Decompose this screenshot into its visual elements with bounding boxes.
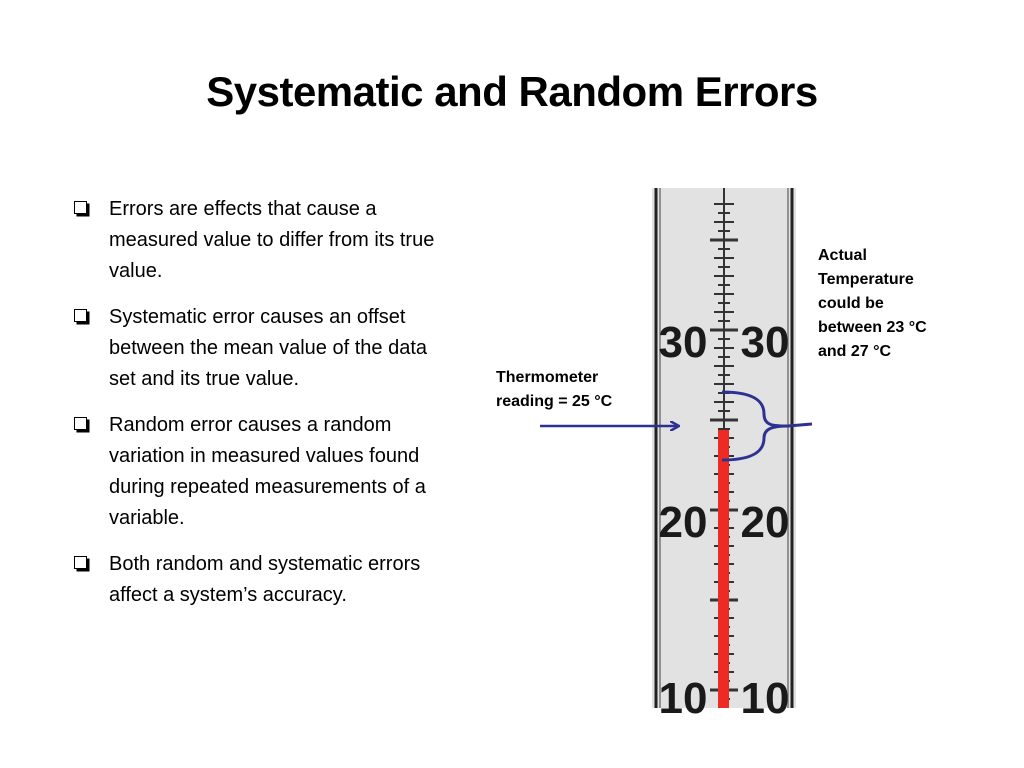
actual-label-line: Actual [818,247,867,264]
scale-label-left: 20 [659,498,708,547]
scale-label-right: 10 [741,674,790,720]
scale-labels: 30 30 20 20 10 10 [659,318,790,720]
checkbox-bullet-icon [74,417,87,430]
checkbox-bullet-icon [74,201,87,214]
actual-label-line: and 27 °C [818,343,892,360]
reading-label-line: reading = 25 °C [496,393,613,410]
scale-label-right: 30 [741,318,790,367]
bullet-item: Errors are effects that cause a measured… [70,194,440,287]
checkbox-bullet-icon [74,309,87,322]
slide-title: Systematic and Random Errors [206,68,818,115]
thermometer-diagram: 30 30 20 20 10 10 [540,188,813,720]
actual-label-line: could be [818,295,884,312]
bullet-item: Random error causes a random variation i… [70,410,440,534]
reading-label-line: Thermometer [496,369,599,386]
bullet-text: Both random and systematic errors affect… [109,553,421,606]
bullet-list: Errors are effects that cause a measured… [70,194,440,626]
range-brace-tail [787,422,813,428]
bullet-text: Systematic error causes an offset betwee… [109,306,428,390]
thermometer-figure: 30 30 20 20 10 10 Thermometer reading = … [490,180,950,720]
checkbox-bullet-icon [74,556,87,569]
bullet-text: Errors are effects that cause a measured… [109,198,435,282]
scale-label-right: 20 [741,498,790,547]
reading-label: Thermometer reading = 25 °C [496,366,612,414]
scale-label-left: 30 [659,318,708,367]
scale-label-left: 10 [659,674,708,720]
actual-label-line: Temperature [818,271,914,288]
bullet-text: Random error causes a random variation i… [109,414,426,529]
bullet-item: Systematic error causes an offset betwee… [70,302,440,395]
liquid-column [718,430,729,708]
actual-label-line: between 23 °C [818,319,927,336]
bullet-item: Both random and systematic errors affect… [70,549,440,611]
actual-temperature-label: Actual Temperature could be between 23 °… [818,244,948,364]
